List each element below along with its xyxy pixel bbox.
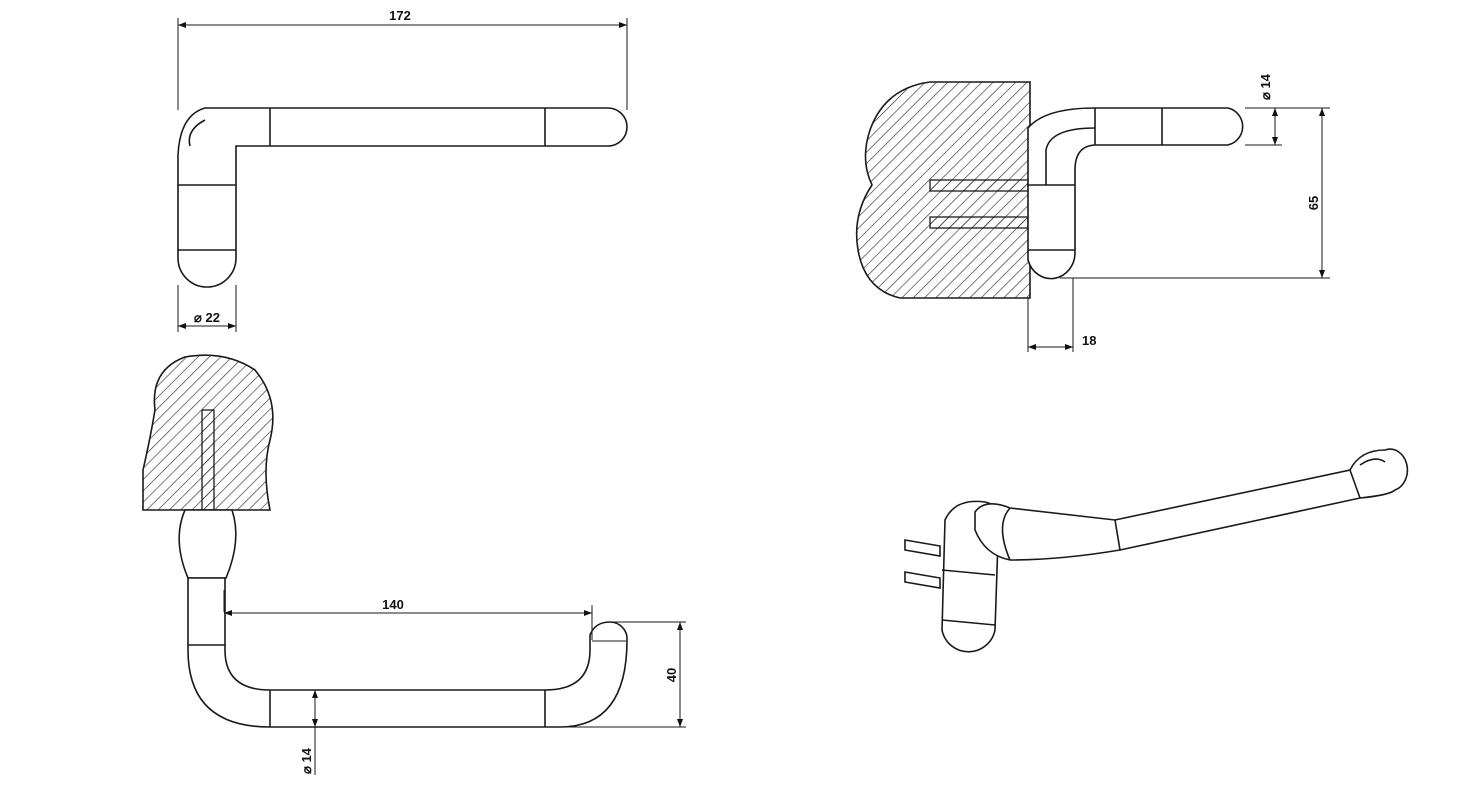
side-view: ⌀ 14 65 18 (855, 73, 1330, 352)
dim-depth: 40 (664, 668, 679, 682)
dim-height: 65 (1306, 196, 1321, 210)
dim-bar-diameter-side: ⌀ 14 (1258, 73, 1273, 100)
front-view: 172 ⌀ 22 (177, 8, 628, 332)
dim-inner-length: 140 (382, 597, 404, 612)
dim-bar-diameter-top: ⌀ 14 (299, 747, 314, 774)
dim-wall-offset: 18 (1082, 333, 1096, 348)
dim-post-diameter: ⌀ 22 (194, 310, 220, 325)
wall-screw (201, 409, 215, 511)
dim-overall-length: 172 (389, 8, 411, 23)
iso-screws (904, 539, 941, 589)
top-view: 140 40 ⌀ 14 (142, 354, 686, 775)
isometric-view (904, 448, 1409, 653)
